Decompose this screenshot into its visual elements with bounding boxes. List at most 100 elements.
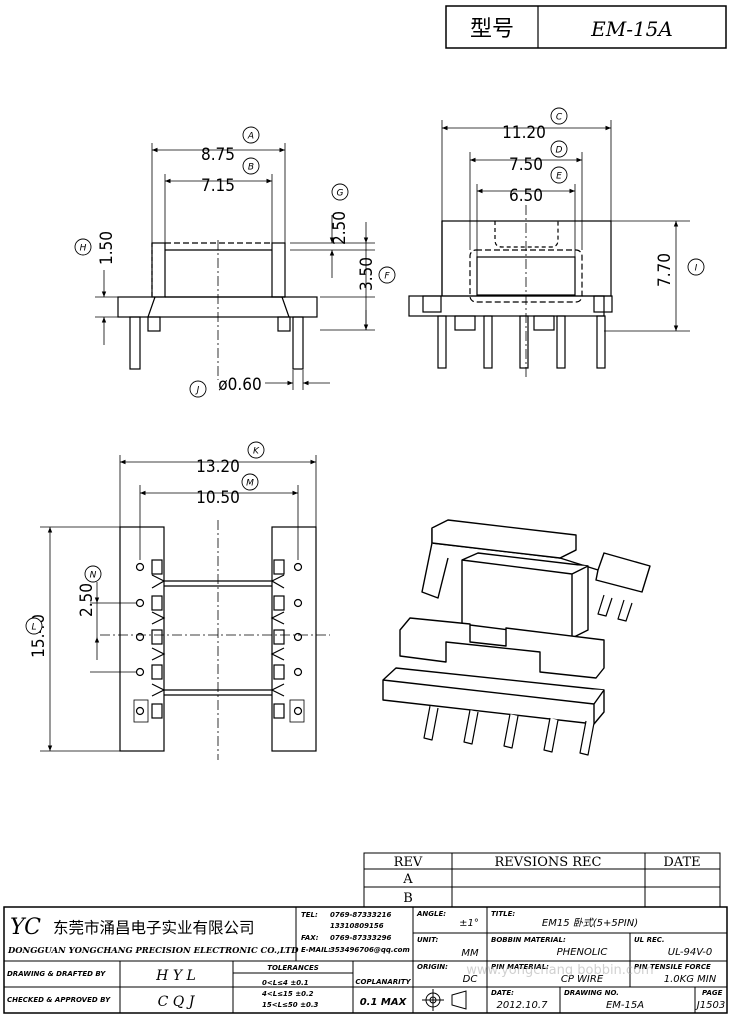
- dim-g: 2.50: [330, 211, 350, 245]
- isometric-view: [382, 519, 651, 756]
- angle-value: ±1°: [459, 918, 479, 929]
- origin-label: ORIGIN:: [417, 963, 448, 971]
- dim-i: 7.70: [655, 253, 675, 287]
- dim-b: 7.15: [201, 176, 235, 196]
- drawing-no-value: EM-15A: [606, 1000, 644, 1011]
- balloon-b: [242, 157, 260, 175]
- coplanarity-value: 0.1 MAX: [360, 997, 408, 1008]
- balloon-f: [378, 266, 396, 284]
- balloon-letters: A B C D E F G H I J K L M N: [31, 113, 697, 633]
- balloon-a: [242, 126, 260, 144]
- balloon-h: [74, 238, 92, 256]
- date-label: DATE:: [491, 989, 514, 997]
- email-value: 353496706@qq.com: [330, 946, 410, 954]
- tol-row-1: 0<L≤4 ±0.1: [262, 979, 309, 987]
- dim-n: 2.50: [77, 583, 97, 617]
- side-view-dims: [441, 120, 690, 332]
- type-label: 型号: [470, 17, 514, 42]
- balloon-label-g: G: [337, 189, 344, 199]
- balloon-k: [247, 441, 265, 459]
- company-logo: YC: [10, 915, 41, 940]
- date-value: 2012.10.7: [497, 1000, 549, 1011]
- watermark: www.yongchang bobbin.com: [466, 963, 653, 978]
- drawing-no-label: DRAWING NO.: [564, 989, 619, 997]
- checked-by-value: C Q J: [158, 994, 196, 1010]
- balloon-m: [241, 473, 259, 491]
- tensile-value: 1.0KG MIN: [664, 974, 717, 985]
- pin-material-label: PIN MATERIAL:: [491, 963, 549, 971]
- tol-row-2: 4<L≤15 ±0.2: [262, 990, 314, 998]
- fax-value: 0769-87333296: [330, 934, 391, 942]
- dim-f: 3.50: [357, 257, 377, 291]
- dim-j: ø0.60: [218, 375, 261, 395]
- balloon-label-e: E: [556, 172, 562, 182]
- bottom-view-dims: [40, 455, 317, 752]
- dim-d: 7.50: [509, 155, 543, 175]
- tel-label: TEL:: [301, 911, 318, 919]
- origin-value: DC: [463, 974, 478, 985]
- fax-label: FAX:: [301, 934, 319, 942]
- page-label: PAGE: [702, 989, 723, 997]
- title-block-values: ±1° EM15 卧式(5+5PIN) MM PHENOLIC UL-94V-0…: [360, 917, 726, 1011]
- dim-k: 13.20: [196, 457, 240, 477]
- tolerances-label: TOLERANCES: [267, 964, 319, 972]
- ul-label: UL REC.: [634, 936, 665, 944]
- balloon-label-i: I: [695, 264, 698, 274]
- balloon-e: [550, 166, 568, 184]
- balloon-label-b: B: [248, 163, 254, 173]
- title-block: [3, 906, 728, 1014]
- contact-block: TEL: 0769-87333216 13310809156 FAX: 0769…: [301, 911, 410, 954]
- dim-e: 6.50: [509, 186, 543, 206]
- dim-h: 1.50: [97, 231, 117, 265]
- angle-label: ANGLE:: [416, 910, 446, 918]
- email-label: E-MAIL:: [301, 946, 331, 954]
- front-view-dims: [95, 143, 375, 390]
- balloon-g: [331, 183, 349, 201]
- title-value: EM15 卧式(5+5PIN): [542, 917, 638, 929]
- bobbin-label: BOBBIN MATERIAL:: [491, 936, 566, 944]
- pin-material-value: CP WIRE: [561, 974, 604, 985]
- rev-row-a: A: [402, 872, 413, 887]
- balloon-label-n: N: [90, 571, 97, 581]
- unit-value: MM: [461, 948, 479, 959]
- model-number: EM-15A: [590, 17, 673, 41]
- balloon-label-d: D: [556, 146, 563, 156]
- balloon-i: [687, 258, 705, 276]
- side-view: [408, 205, 613, 380]
- balloon-label-c: C: [556, 113, 563, 123]
- balloon-c: [550, 107, 568, 125]
- rev-date-header: DATE: [663, 855, 700, 870]
- balloon-l: [25, 617, 43, 635]
- title-block-labels: ANGLE: TITLE: UNIT: BOBBIN MATERIAL: UL …: [7, 910, 723, 1009]
- projection-symbol: [422, 989, 467, 1011]
- balloon-label-f: F: [384, 272, 390, 282]
- rev-row-b: B: [403, 891, 413, 906]
- front-view: [117, 240, 318, 380]
- balloon-d: [550, 140, 568, 158]
- unit-label: UNIT:: [417, 936, 439, 944]
- dim-m: 10.50: [196, 488, 240, 508]
- balloon-label-m: M: [246, 479, 254, 489]
- balloon-label-h: H: [80, 244, 87, 254]
- company-name-cn: 东莞市涌昌电子实业有限公司: [53, 919, 255, 937]
- bottom-view: [100, 520, 330, 760]
- tensile-label: PIN TENSILE FORCE: [634, 963, 711, 971]
- header-box: 型号 EM-15A: [445, 5, 727, 49]
- revision-text: REV REVSIONS REC DATE A B: [394, 855, 701, 906]
- page-value: J1503: [695, 1000, 725, 1011]
- checked-by-label: CHECKED & APPROVED BY: [7, 996, 111, 1004]
- company-name-en: DONGGUAN YONGCHANG PRECISION ELECTRONIC …: [7, 945, 299, 955]
- dim-a: 8.75: [201, 145, 235, 165]
- balloon-n: [84, 565, 102, 583]
- balloon-group: [25, 107, 705, 635]
- drawn-by-value: H Y L: [155, 968, 196, 984]
- tel-value: 0769-87333216: [330, 911, 391, 919]
- rev-rec-header: REVSIONS REC: [494, 855, 601, 870]
- tol-row-3: 15<L≤50 ±0.3: [262, 1001, 319, 1009]
- mobile-value: 13310809156: [330, 922, 384, 930]
- ul-value: UL-94V-0: [668, 947, 712, 958]
- balloon-j: [189, 380, 207, 398]
- balloon-label-j: J: [195, 386, 200, 396]
- balloon-label-l: L: [31, 623, 36, 633]
